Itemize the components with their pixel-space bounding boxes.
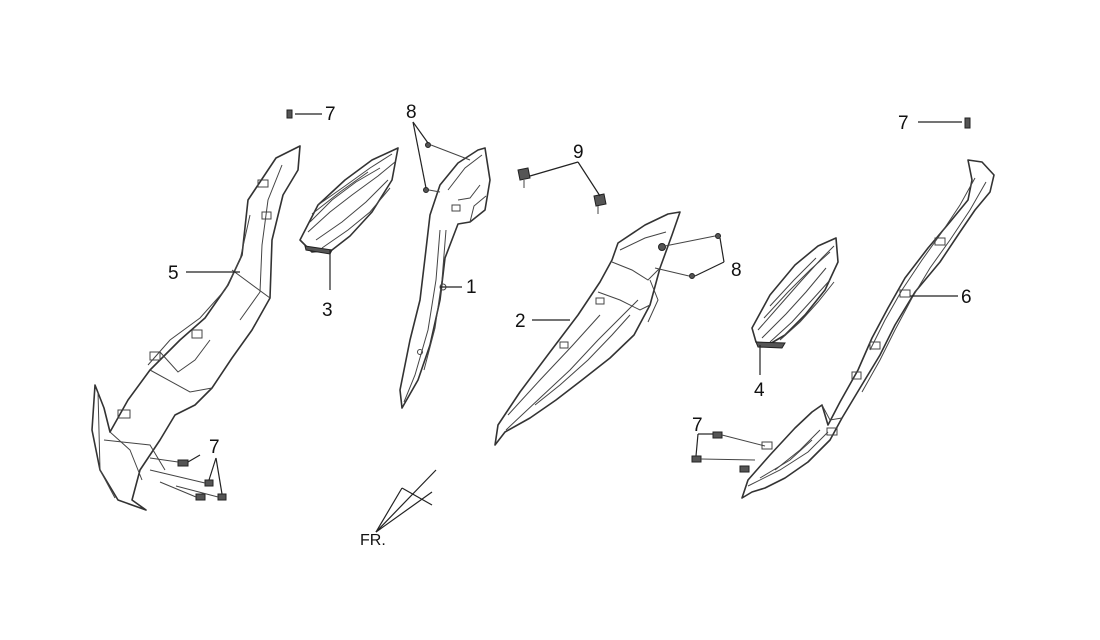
callout-9: 9 [573,142,584,163]
callout-4: 4 [754,380,765,401]
part-5-left-floor-cover [91,145,301,511]
callout-8-right: 8 [731,260,742,281]
callout-8-top: 8 [406,102,417,123]
part-3-left-floor-mat [299,147,399,255]
front-indicator-label: FR. [360,532,386,549]
part-2-right-center-panel [494,211,681,446]
callout-5: 5 [168,263,179,284]
leader-lines [186,113,962,495]
callout-2: 2 [515,311,526,332]
callout-3: 3 [322,300,333,321]
front-direction-arrow [375,469,437,533]
fasteners [149,109,971,501]
callout-1: 1 [466,277,477,298]
callout-7-top-left: 7 [325,104,336,125]
part-6-right-floor-cover [741,159,995,499]
callout-labels: 7 5 3 8 1 9 2 8 4 7 6 7 7 FR. [168,102,972,549]
callout-7-top-right: 7 [898,113,909,134]
part-4-right-floor-mat [751,237,839,349]
callout-7-bottom-left: 7 [209,437,220,458]
callout-7-bottom-right: 7 [692,415,703,436]
callout-6: 6 [961,287,972,308]
